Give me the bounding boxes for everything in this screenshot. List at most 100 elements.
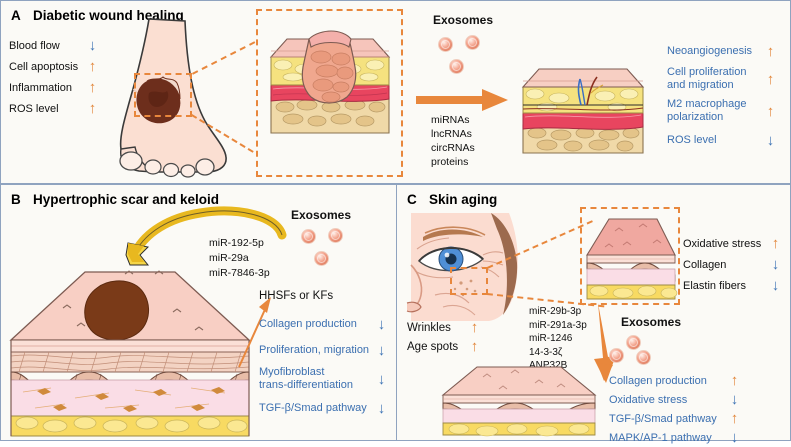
panel-a-indicator-list: Blood flow ↓ Cell apoptosis ↑ Inflammati… [9, 35, 98, 119]
panel-a-outcome-list: Neoangiogenesis ↑ Cell proliferation and… [667, 39, 776, 153]
outcome-row: TGF-β/Smad pathway ↓ [259, 395, 387, 421]
panel-a-cargo-list: miRNAs lncRNAs circRNAs proteins [431, 113, 475, 169]
arrow-up-icon: ↑ [766, 70, 775, 88]
exosome-vesicle [438, 37, 453, 52]
arrow-down-icon: ↓ [377, 341, 386, 359]
outcome-row: M2 macrophage polarization ↑ [667, 95, 776, 127]
panel-c-face-indicator-list: Wrinkles ↑ Age spots ↑ [407, 318, 480, 356]
cargo-item: miR-291a-3p [529, 319, 587, 331]
panel-c-exosomes-label: Exosomes [621, 315, 682, 329]
indicator-row: Blood flow ↓ [9, 35, 98, 56]
panel-c-outcome-pointer-icon [597, 363, 613, 381]
transfer-arrow-icon [416, 89, 508, 111]
indicator-label: Inflammation [9, 81, 72, 94]
outcome-row: Collagen production ↓ [259, 311, 387, 337]
panel-a-title: Diabetic wound healing [33, 8, 184, 23]
panel-b-title: Hypertrophic scar and keloid [33, 192, 220, 207]
indicator-row: Inflammation ↑ [9, 77, 98, 98]
arrow-down-icon: ↓ [730, 391, 739, 408]
indicator-row: ROS level ↑ [9, 98, 98, 119]
exosome-vesicle [301, 229, 316, 244]
outcome-label: Proliferation, migration [259, 344, 370, 356]
diabetic-foot-illustration [119, 18, 227, 178]
outcome-label: MAPK/AP-1 pathway [609, 431, 712, 444]
panel-c: C Skin aging [396, 184, 791, 445]
outcome-label: Cell proliferation and migration [667, 66, 747, 91]
arrow-up-icon: ↑ [470, 338, 479, 355]
arrow-up-icon: ↑ [88, 100, 97, 117]
outcome-label: Collagen production [609, 374, 707, 387]
outcome-label: M2 macrophage polarization [667, 98, 747, 123]
panel-c-cargo-list: miR-29b-3p miR-291a-3p miR-1246 14-3-3ζ … [529, 305, 587, 373]
outcome-row: Proliferation, migration ↓ [259, 337, 387, 363]
exosome-vesicle [465, 35, 480, 50]
outcome-label: ROS level [667, 134, 717, 146]
effect-row: Collagen ↓ [683, 254, 781, 275]
outcome-label: Neoangiogenesis [667, 45, 753, 57]
outcome-row: Cell proliferation and migration ↑ [667, 63, 776, 95]
arrow-down-icon: ↓ [766, 131, 775, 149]
exosome-vesicle [328, 228, 343, 243]
panel-b-cell-label: HHSFs or KFs [259, 290, 334, 302]
exosome-vesicle [626, 335, 641, 350]
mirna-item: miR-7846-3p [209, 267, 270, 279]
indicator-row: Wrinkles ↑ [407, 318, 480, 337]
cheek-callout-box [450, 267, 488, 295]
panel-c-transfer-arrow-icon [594, 303, 616, 383]
arrow-down-icon: ↓ [88, 37, 97, 54]
arrow-up-icon: ↑ [88, 58, 97, 75]
panel-c-letter: C [407, 192, 417, 207]
outcome-row: TGF-β/Smad pathway ↑ [609, 409, 740, 428]
cargo-item: lncRNAs [431, 128, 472, 140]
exosome-delivery-arrow-icon [125, 206, 287, 266]
exosome-vesicle [449, 59, 464, 74]
wound-cross-section [269, 30, 391, 134]
cargo-item: ANP32B [529, 360, 568, 371]
indicator-label: Wrinkles [407, 321, 451, 334]
outcome-row: Neoangiogenesis ↑ [667, 39, 776, 63]
effect-label: Collagen [683, 258, 727, 271]
arrow-down-icon: ↓ [377, 315, 386, 333]
arrow-up-icon: ↑ [730, 410, 739, 427]
indicator-label: Cell apoptosis [9, 60, 79, 73]
wound-zoom-frame [256, 9, 403, 177]
panel-a-exosomes-label: Exosomes [433, 13, 494, 27]
cargo-item: miRNAs [431, 114, 470, 126]
arrow-down-icon: ↓ [377, 370, 386, 388]
cargo-item: 14-3-3ζ [529, 346, 563, 358]
aged-skin-zoom-frame [580, 207, 680, 305]
outcome-label: Collagen production [259, 318, 357, 330]
outcome-label: TGF-β/Smad pathway [609, 412, 717, 425]
outcome-row: MAPK/AP-1 pathway ↓ [609, 428, 740, 447]
arrow-up-icon: ↑ [766, 42, 775, 60]
arrow-down-icon: ↓ [377, 399, 386, 417]
panel-c-outcome-list: Collagen production ↑ Oxidative stress ↓… [609, 371, 740, 447]
cargo-item: circRNAs [431, 142, 475, 154]
effect-label: Oxidative stress [683, 237, 762, 250]
effect-label: Elastin fibers [683, 279, 746, 292]
arrow-up-icon: ↑ [470, 319, 479, 336]
indicator-row: Cell apoptosis ↑ [9, 56, 98, 77]
arrow-down-icon: ↓ [730, 429, 739, 446]
panel-c-aged-effect-list: Oxidative stress ↑ Collagen ↓ Elastin fi… [683, 233, 781, 296]
aged-skin-block [586, 218, 678, 300]
rejuvenated-skin-block [441, 366, 597, 437]
outcome-row: Oxidative stress ↓ [609, 390, 740, 409]
outcome-row: Collagen production ↑ [609, 371, 740, 390]
panel-a-letter: A [11, 8, 21, 23]
indicator-label: Blood flow [9, 39, 60, 52]
outcome-label: Myofibroblast trans-differentiation [259, 366, 353, 391]
foot-ulcer [136, 76, 181, 124]
exosome-vesicle [314, 251, 329, 266]
panel-b-exosomes-label: Exosomes [291, 208, 352, 222]
panel-b-outcome-list: Collagen production ↓ Proliferation, mig… [259, 311, 387, 421]
panel-a: A Diabetic wound healing Blood flow ↓ Ce… [0, 0, 791, 184]
panel-b: B Hypertrophic scar and keloid Exosomes … [0, 184, 397, 441]
arrow-up-icon: ↑ [730, 372, 739, 389]
foot-callout-box [134, 73, 192, 117]
arrow-up-icon: ↑ [766, 102, 775, 120]
panel-b-mirna-list: miR-192-5p miR-29a miR-7846-3p [209, 236, 270, 281]
indicator-row: Age spots ↑ [407, 337, 480, 356]
panel-b-letter: B [11, 192, 21, 207]
